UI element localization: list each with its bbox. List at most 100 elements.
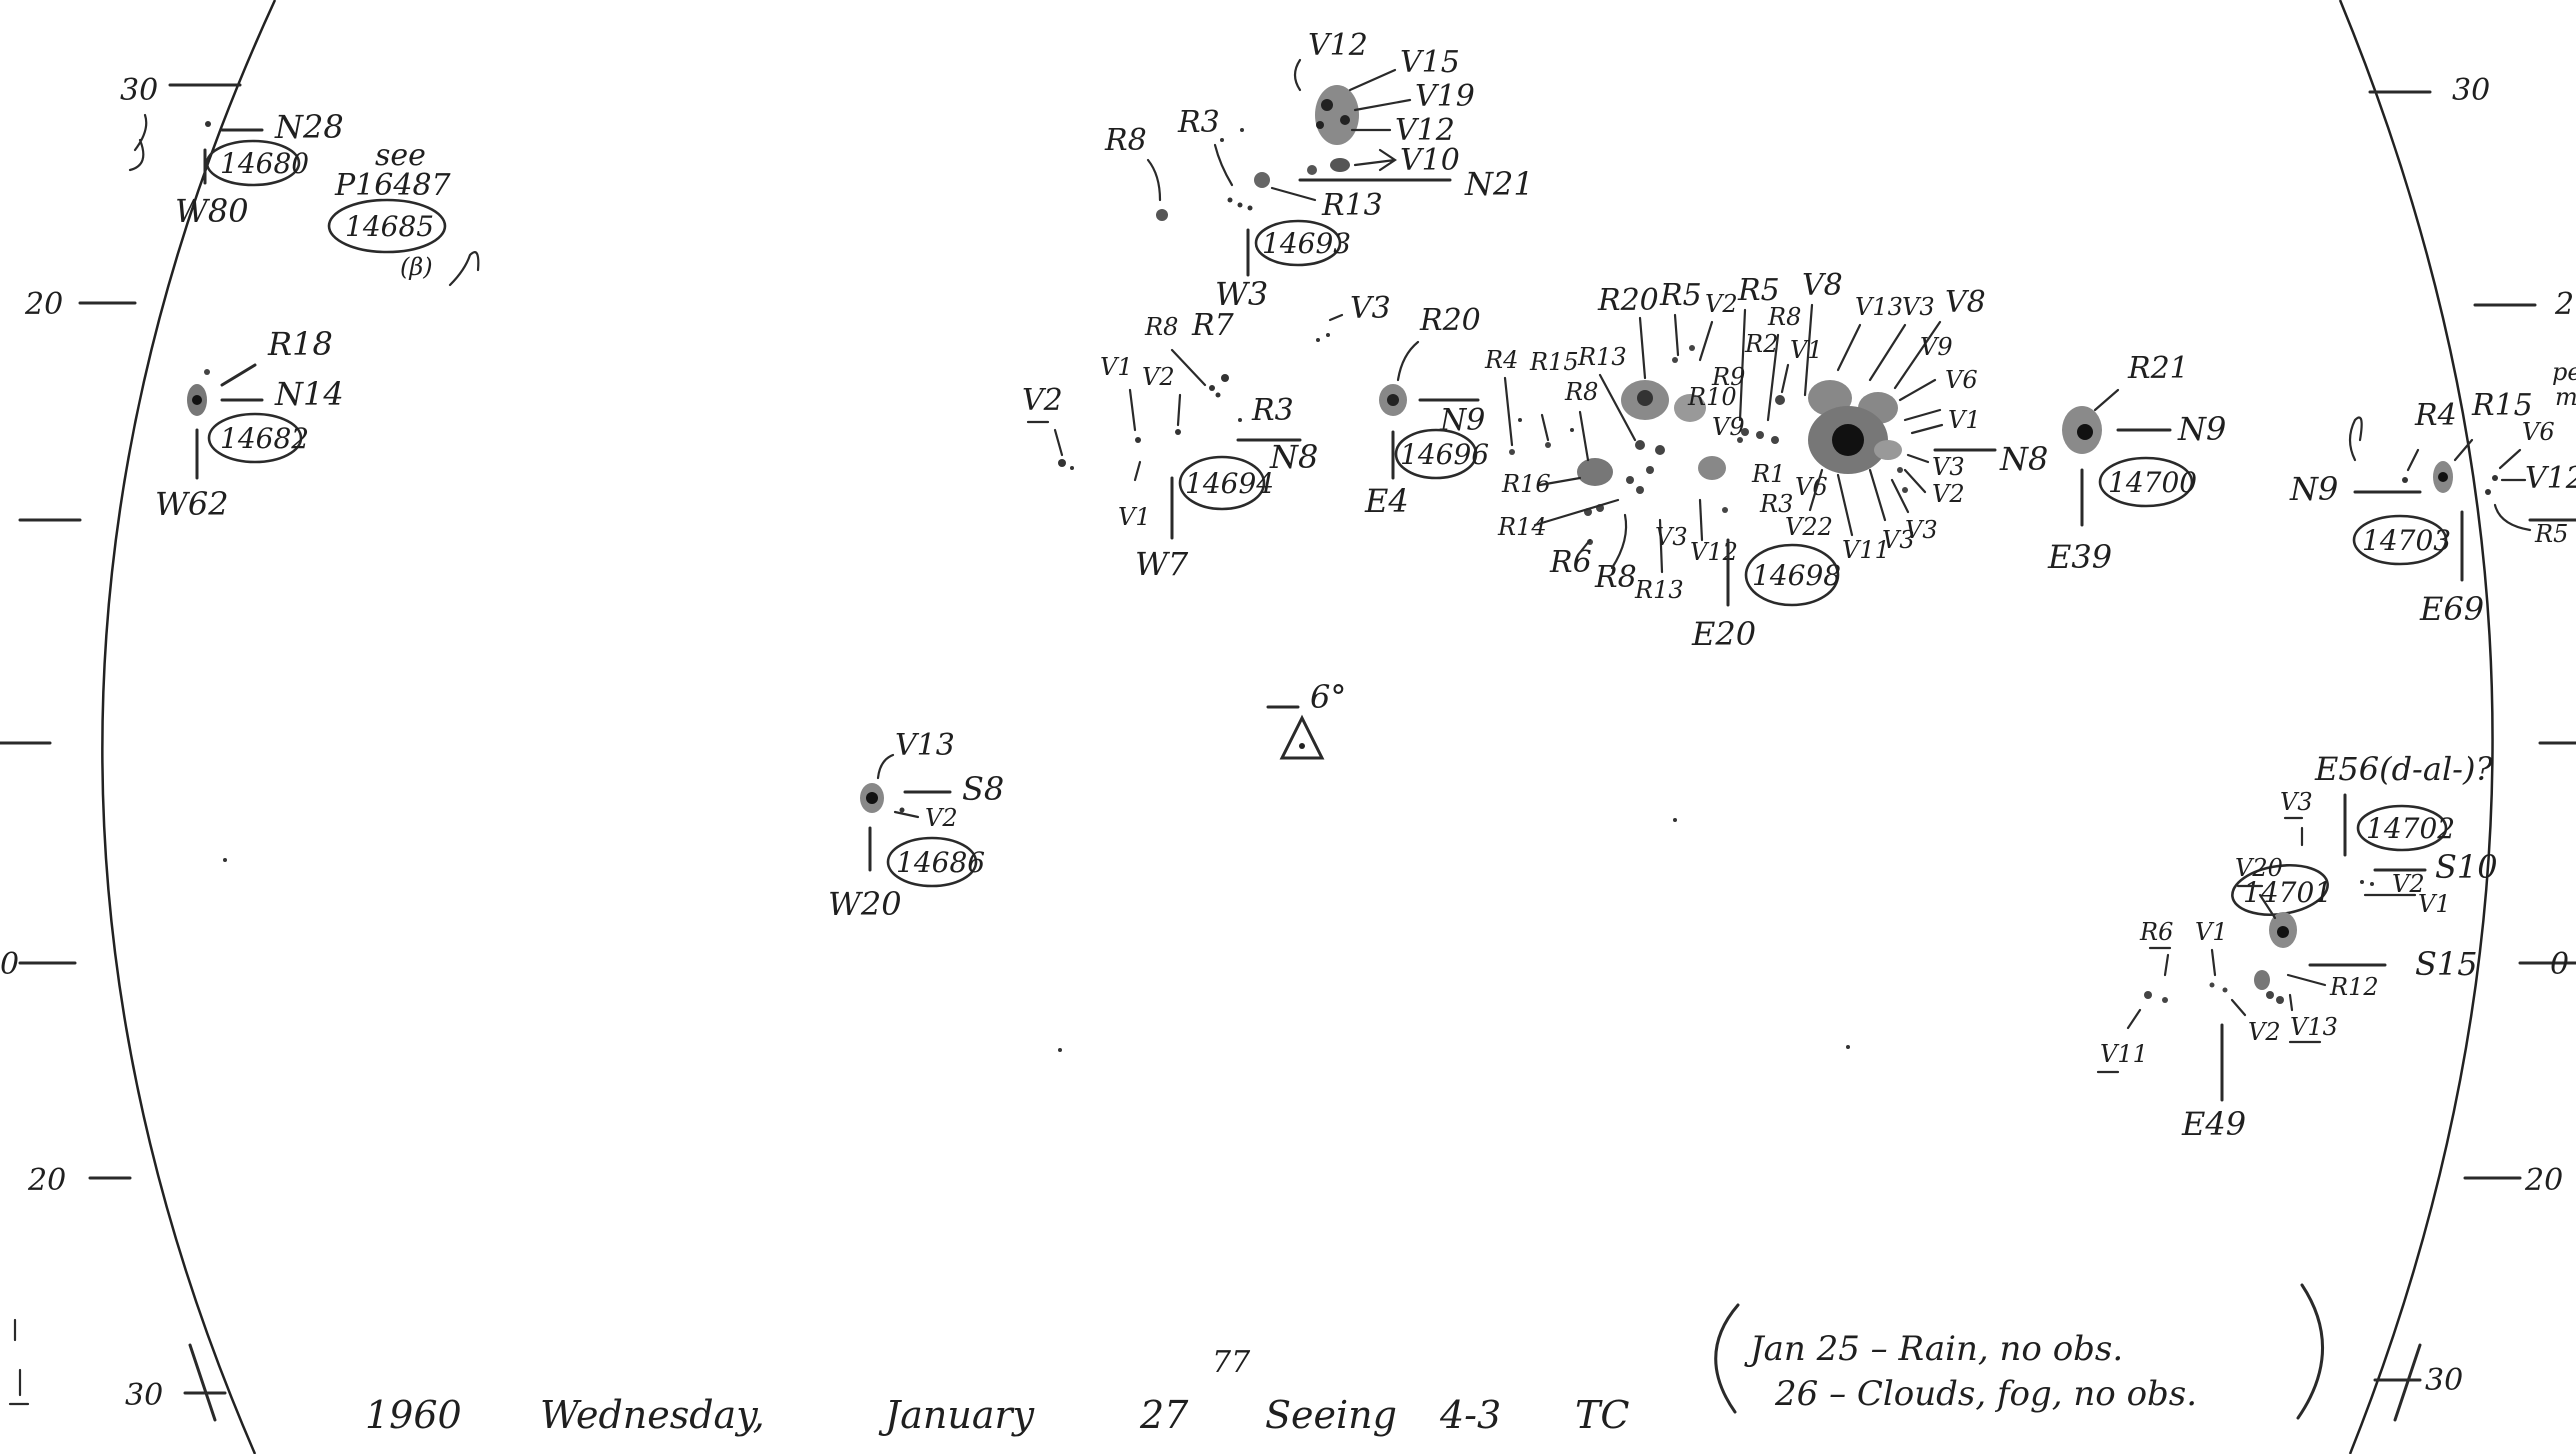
- group-e69: N9 R4 R15 V6 V12 R5 14703 E69 pe m: [2289, 358, 2576, 628]
- tick-left-middle: 0: [0, 947, 19, 982]
- e20-spot-v11: V11: [1842, 536, 1890, 564]
- w3-spot-v19: V19: [1415, 79, 1475, 114]
- w80-north: N28: [274, 108, 344, 146]
- footer-year: 1960: [365, 1393, 462, 1437]
- e69-spot-v12: V12: [2525, 461, 2576, 496]
- e49-spot-v20: V20: [2235, 854, 2283, 882]
- group-w62: R18 N14 14682 W62: [155, 325, 344, 523]
- e56-spot-v3: V3: [2280, 788, 2313, 816]
- e69-spot-r15: R15: [2471, 388, 2533, 423]
- e49-position: E49: [2181, 1105, 2246, 1143]
- e20-region: 14698: [1752, 559, 1841, 592]
- w20-spot-v2: V2: [925, 804, 958, 832]
- w20-position: W20: [828, 885, 902, 923]
- footer-weekday: Wednesday,: [540, 1393, 765, 1437]
- e20-spot-r3: R3: [1759, 490, 1793, 518]
- e49-spot-r6: R6: [2139, 918, 2173, 946]
- w7-spot-r3: R3: [1251, 393, 1294, 428]
- e4-region: 14696: [1400, 438, 1489, 471]
- e20-spot-r1: R1: [1751, 460, 1785, 488]
- e20-spot-r13a: R13: [1577, 343, 1627, 371]
- e20-spot-v6b: V6: [1945, 366, 1978, 394]
- edge-fragment-1: pe: [2552, 358, 2576, 386]
- e69-spot-r5: R5: [2534, 520, 2568, 548]
- w3-position: W3: [1215, 275, 1268, 313]
- group-w20: V13 S8 V2 14686 W20: [828, 728, 1004, 923]
- e20-spot-v1b: V1: [1948, 406, 1981, 434]
- w3-spot-r8: R8: [1104, 123, 1147, 158]
- e56-position: E56(d-al-)?: [2314, 750, 2493, 788]
- e39-north: N9: [2177, 410, 2226, 448]
- group-w7: V2 V1 V2 R8 R7 V3 R3 N8 V1 14694 W7: [1022, 291, 1391, 583]
- e20-spot-r13b: R13: [1634, 576, 1684, 604]
- e56-region: 14702: [2366, 812, 2455, 845]
- e39-position: E39: [2047, 538, 2112, 576]
- w7-position: W7: [1135, 545, 1189, 583]
- footer-seeing-value: 4-3: [1439, 1393, 1501, 1437]
- e69-spot-v6: V6: [2522, 418, 2555, 446]
- footer: 1960 Wednesday, January 27 77 Seeing 4-3…: [365, 1345, 1629, 1437]
- e20-north: N8: [1999, 440, 2048, 478]
- e49-spot-r12: R12: [2329, 973, 2379, 1001]
- tick-right-middle: 0: [2550, 947, 2569, 982]
- e20-spot-v13: V13: [1855, 293, 1903, 321]
- w7-spot-v1b: V1: [1118, 503, 1151, 531]
- w3-region: 14693: [1262, 227, 1351, 260]
- e20-spot-r14: R14: [1497, 513, 1547, 541]
- w3-spot-v12b: V12: [1395, 113, 1455, 148]
- e20-spot-v8a: V8: [1802, 268, 1843, 303]
- w7-spot-v2a: V2: [1022, 383, 1063, 418]
- group-e49: 14701 R6 V1 V20 S15 R12 V13 V2 V11 E49: [2096, 854, 2478, 1143]
- w20-south: S8: [962, 770, 1004, 808]
- e39-region: 14700: [2108, 466, 2197, 499]
- e20-spot-r5a: R5: [1659, 278, 1702, 313]
- e20-spot-v22: V22: [1785, 513, 1833, 541]
- e20-spot-v3e: V3: [1655, 523, 1688, 551]
- w7-spot-v1a: V1: [1100, 353, 1133, 381]
- e49-spot-v2: V2: [2248, 1018, 2281, 1046]
- e20-spot-v3b: V3: [1882, 526, 1915, 554]
- e20-spot-v3d: V3: [1932, 453, 1965, 481]
- e69-north: N9: [2289, 470, 2338, 508]
- tick-right-upper: 2: [2554, 287, 2574, 322]
- w80-note-see: see: [375, 138, 426, 173]
- w20-spot-v13: V13: [895, 728, 955, 763]
- e69-region: 14703: [2362, 524, 2451, 557]
- e20-spot-r8c: R8: [1594, 560, 1637, 595]
- e20-spot-r9: R9: [1711, 363, 1745, 391]
- group-e4: R20 N9 14696 E4: [1364, 303, 1489, 520]
- w3-spot-r13: R13: [1321, 188, 1383, 223]
- center-marker-label: 6°: [1310, 678, 1346, 716]
- e20-spot-v3c: V3: [1905, 516, 1938, 544]
- e20-spot-v8b: V8: [1945, 285, 1986, 320]
- footer-observer: TC: [1575, 1393, 1629, 1437]
- e20-spot-r4: R4: [1484, 346, 1518, 374]
- e20-spot-v3a: V3: [1902, 293, 1935, 321]
- e20-spot-r6: R6: [1549, 545, 1592, 580]
- footer-time: 77: [1212, 1345, 1251, 1380]
- e39-spot-r21: R21: [2127, 351, 2189, 386]
- w3-north: N21: [1464, 165, 1534, 203]
- e20-spot-v6a: V6: [1795, 473, 1828, 501]
- e56-south: S10: [2435, 848, 2498, 886]
- solar-disc: [101, 0, 2494, 1454]
- e20-spot-r20: R20: [1597, 283, 1659, 318]
- observation-notes: Jan 25 – Rain, no obs. 26 – Clouds, fog,…: [1714, 1283, 2325, 1420]
- e20-spot-r10: R10: [1687, 383, 1737, 411]
- e20-spot-v2b: V2: [1932, 480, 1965, 508]
- w62-position: W62: [155, 485, 229, 523]
- stray-dots: [223, 418, 1850, 1052]
- footer-seeing-label: Seeing: [1265, 1393, 1397, 1437]
- w3-spot-v12a: V12: [1308, 28, 1368, 63]
- w80-position: W80: [175, 192, 249, 230]
- e4-spot-r20: R20: [1419, 303, 1481, 338]
- e49-south: S15: [2415, 945, 2478, 983]
- center-marker: 6°: [1266, 678, 1346, 760]
- edge-fragment-2: m: [2555, 383, 2576, 411]
- group-e39: R21 N9 14700 E39: [2047, 351, 2226, 576]
- w3-spot-v15: V15: [1400, 45, 1460, 80]
- w7-spot-v3: V3: [1350, 291, 1391, 326]
- e20-spot-r5b: R5: [1737, 273, 1780, 308]
- e4-north: N9: [1439, 403, 1485, 438]
